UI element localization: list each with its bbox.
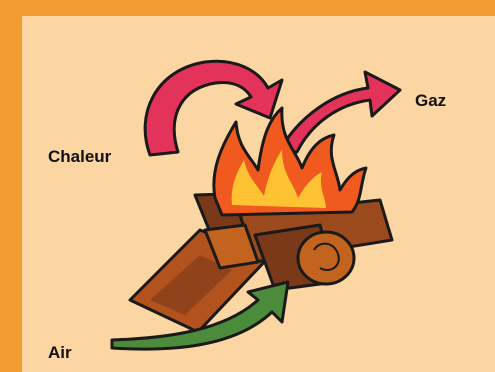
gas-arrow-icon bbox=[280, 72, 400, 152]
gas-label: Gaz bbox=[415, 91, 446, 111]
heat-arrow-icon bbox=[145, 61, 282, 155]
heat-label: Chaleur bbox=[48, 147, 111, 167]
air-label: Air bbox=[48, 343, 72, 363]
